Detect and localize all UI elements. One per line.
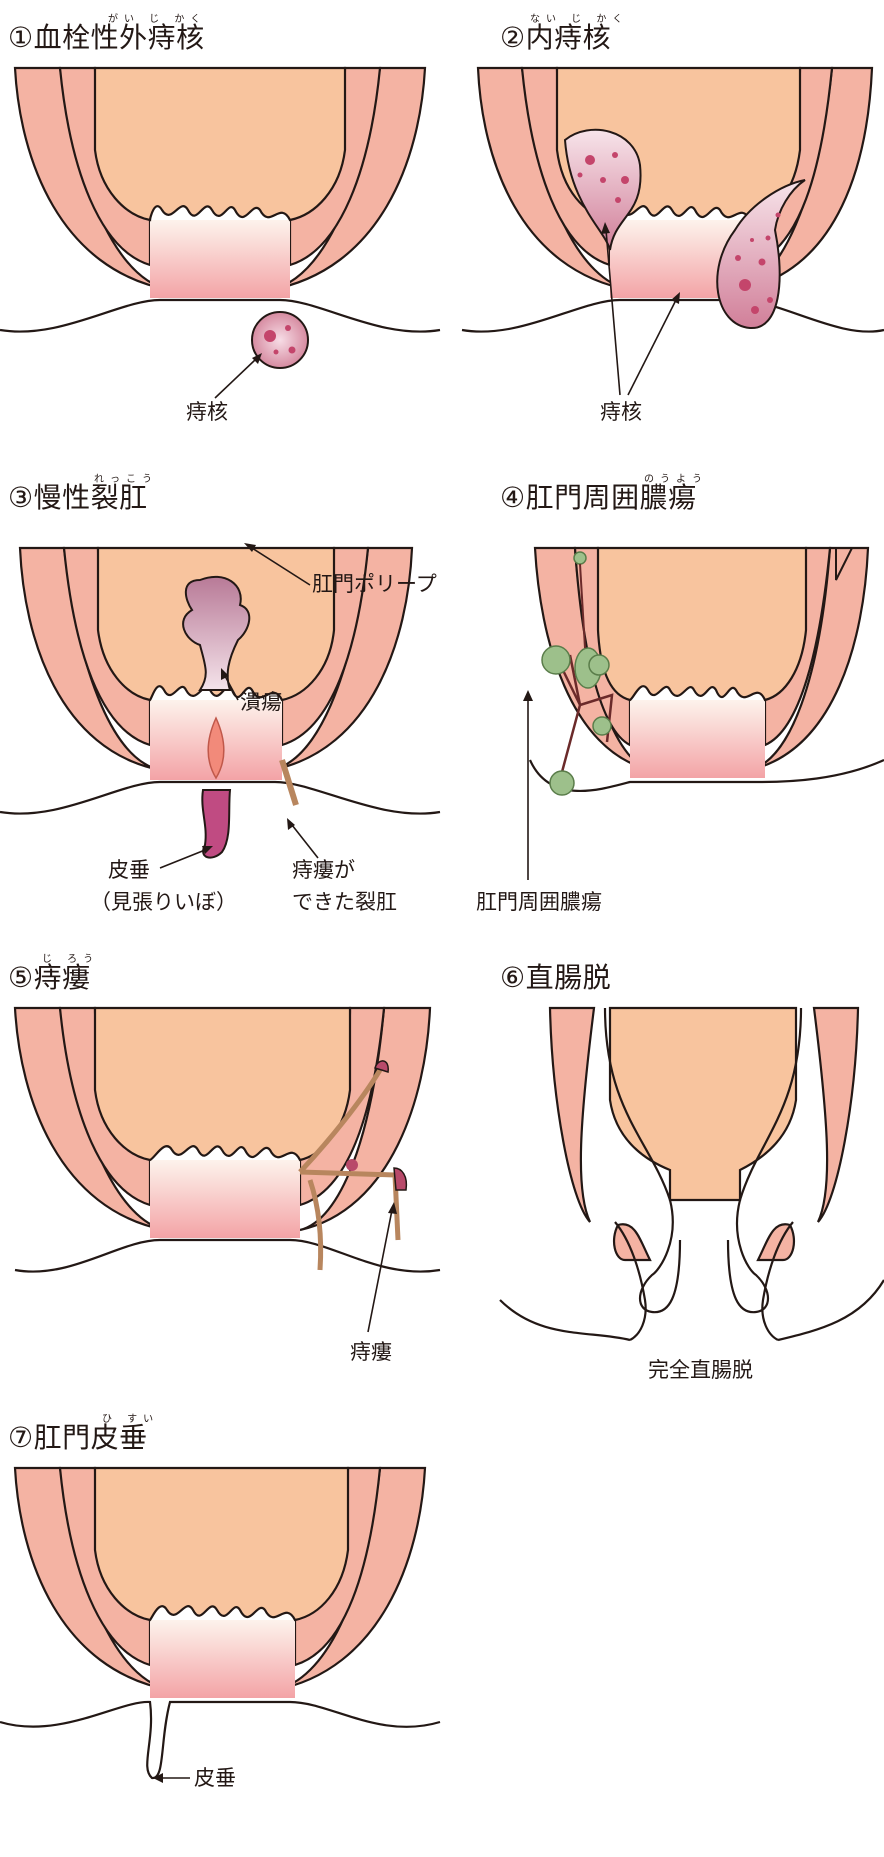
panel-perianal-abscess: のうよう ④肛門周囲膿瘍 肛門周囲膿瘍 [440,460,884,920]
panel-anal-skin-tag: ひ すい ⑦肛門皮垂 皮垂 [0,1400,440,1857]
panel-chronic-anal-fissure: れっこう ③慢性裂肛 肛門ポリープ 潰瘍 皮垂 （見張りいぼ） [0,460,440,920]
fistula-fissure-label: 痔瘻が [292,856,355,884]
fistula-label: 痔瘻 [350,1338,392,1366]
anatomy-diagram [440,940,884,1380]
hemorrhoid-label: 痔核 [600,398,642,426]
panel-internal-hemorrhoid: ない じ かく ②内痔核 痔核 [440,0,884,440]
panel-rectal-prolapse: ⑥直腸脱 完全直腸脱 [440,940,884,1380]
anatomy-diagram [440,460,884,920]
hemorrhoid-label: 痔核 [186,398,228,426]
label-arrow [292,825,318,858]
label-arrow [628,300,676,395]
abscess-label: 肛門周囲膿瘍 [476,888,602,916]
prolapse-label: 完全直腸脱 [648,1356,753,1384]
anatomy-diagram [0,940,440,1380]
anatomy-diagram [0,460,440,920]
label-arrow [368,1210,392,1332]
skin-tag-sublabel: （見張りいぼ） [90,888,237,916]
anatomy-diagram [0,0,440,440]
fistula-fissure-sublabel: できた裂肛 [292,888,397,916]
skin-tag-label: 皮垂 [108,856,150,884]
panel-thrombosed-external-hemorrhoid: がい じ かく ①血栓性外痔核 痔核 [0,0,440,440]
ulcer-label: 潰瘍 [240,688,282,716]
skin-tag-label: 皮垂 [194,1764,236,1792]
panel-anal-fistula: じ ろう ⑤痔瘻 痔瘻 [0,940,440,1380]
polyp-label: 肛門ポリープ [312,570,437,598]
label-arrow [215,360,255,398]
label-arrow [160,850,205,868]
anatomy-diagram [440,0,884,440]
